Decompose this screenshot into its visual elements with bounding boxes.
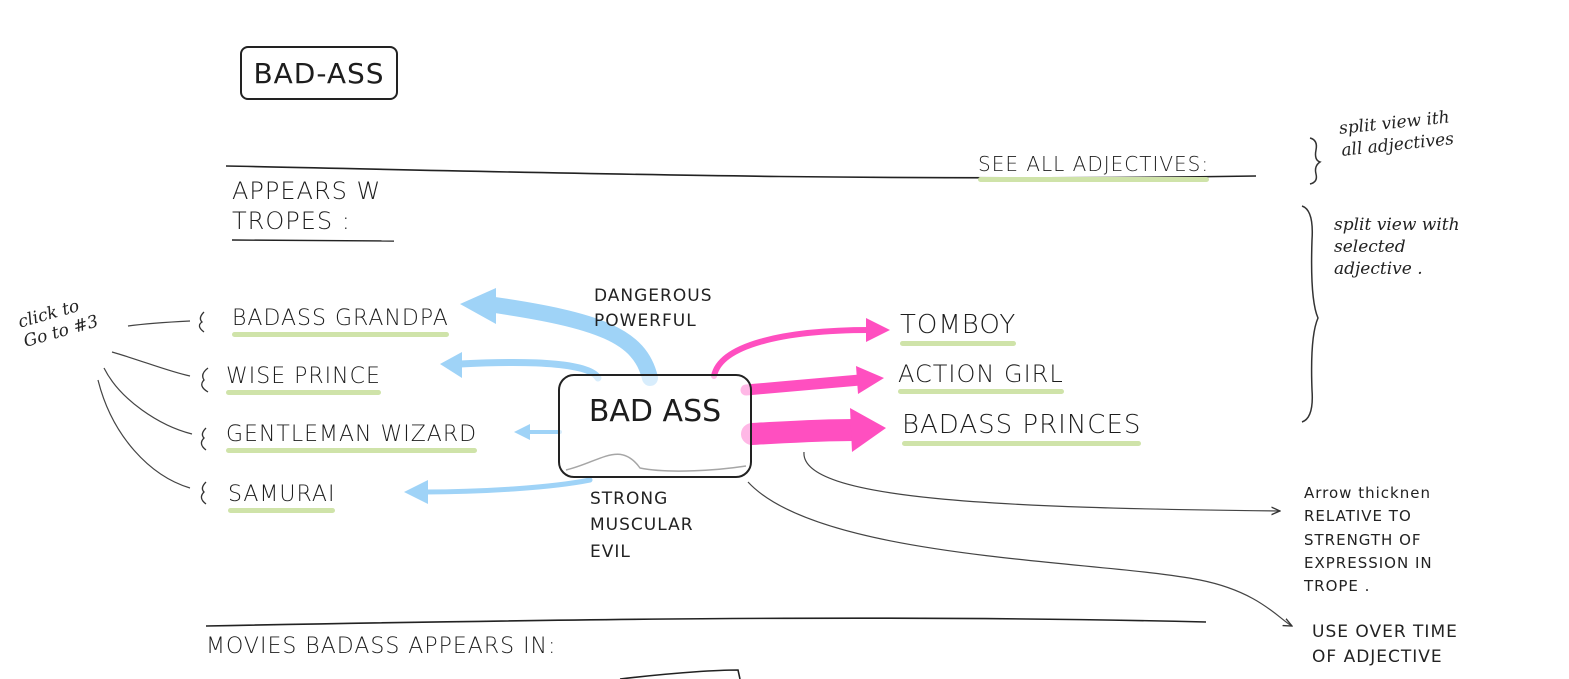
arrow-head-samurai — [404, 480, 428, 504]
arrow-head-wise-prince — [440, 352, 462, 378]
connector-click-2 — [111, 351, 191, 377]
trope-samurai[interactable]: SAMURAI — [228, 482, 336, 513]
brace-selected — [1301, 205, 1319, 423]
arrow-head-tomboy — [866, 318, 890, 342]
trope-badass-grandpa[interactable]: BADASS GRANDPA — [232, 306, 449, 337]
arrow-head-action-girl — [856, 366, 884, 394]
connector-click-3 — [103, 367, 193, 435]
arrow-to-action-girl — [740, 374, 866, 396]
trope-wise-prince[interactable]: WISE PRINCE — [226, 364, 381, 395]
underline-tropes-heading — [231, 239, 395, 242]
adjectives-top: DANGEROUS POWERFUL — [594, 286, 713, 331]
connector-click-4 — [97, 379, 191, 489]
connector-overtime-note — [747, 481, 1292, 626]
adjectives-bottom: STRONG MUSCULAR EVIL — [590, 489, 694, 562]
trope-badass-princes[interactable]: BADASS PRINCES — [902, 410, 1142, 446]
arrow-head-badass-grandpa — [460, 288, 496, 324]
connector-click-1 — [127, 320, 191, 327]
note-arrow-thickness: Arrow thicknen RELATIVE TO STRENGTH OF E… — [1304, 484, 1433, 595]
trope-gentleman-wizard[interactable]: GENTLEMAN WIZARD — [226, 422, 478, 453]
movies-box-corner — [619, 669, 741, 679]
brace-see-all — [1309, 137, 1322, 185]
title-box: BAD-ASS — [240, 46, 398, 100]
tropes-heading: APPEARS W TROPES : — [232, 177, 382, 235]
trope-action-girl[interactable]: ACTION GIRL — [898, 360, 1064, 394]
center-adjective-label: BAD ASS — [588, 394, 722, 429]
note-selected-adjective: split view with selected adjective . — [1334, 215, 1460, 280]
arrow-to-badass-princes — [741, 419, 865, 445]
see-all-adjectives-link[interactable]: SEE ALL ADJECTIVES: — [978, 152, 1210, 182]
small-brace-3 — [200, 427, 207, 451]
small-brace-2 — [201, 367, 209, 393]
small-brace-1 — [198, 311, 205, 333]
arrow-to-samurai — [421, 477, 593, 495]
center-adjective-box: BAD ASS — [558, 374, 752, 478]
note-use-over-time: USE OVER TIME OF ADJECTIVE — [1312, 622, 1458, 667]
arrow-to-wise-prince — [456, 359, 602, 382]
arrow-to-badass-grandpa — [480, 296, 658, 386]
small-brace-4 — [200, 481, 207, 505]
arrow-head-badass-princes — [850, 408, 886, 452]
title-box-label: BAD-ASS — [253, 56, 385, 90]
connector-thickness-note — [803, 451, 1280, 511]
movies-heading: MOVIES BADASS APPEARS IN: — [206, 634, 557, 659]
trope-tomboy[interactable]: TOMBOY — [900, 310, 1017, 346]
arrow-head-gentleman-wizard — [514, 424, 530, 440]
divider-line-bottom — [205, 617, 1207, 627]
arrow-to-tomboy — [711, 327, 873, 379]
